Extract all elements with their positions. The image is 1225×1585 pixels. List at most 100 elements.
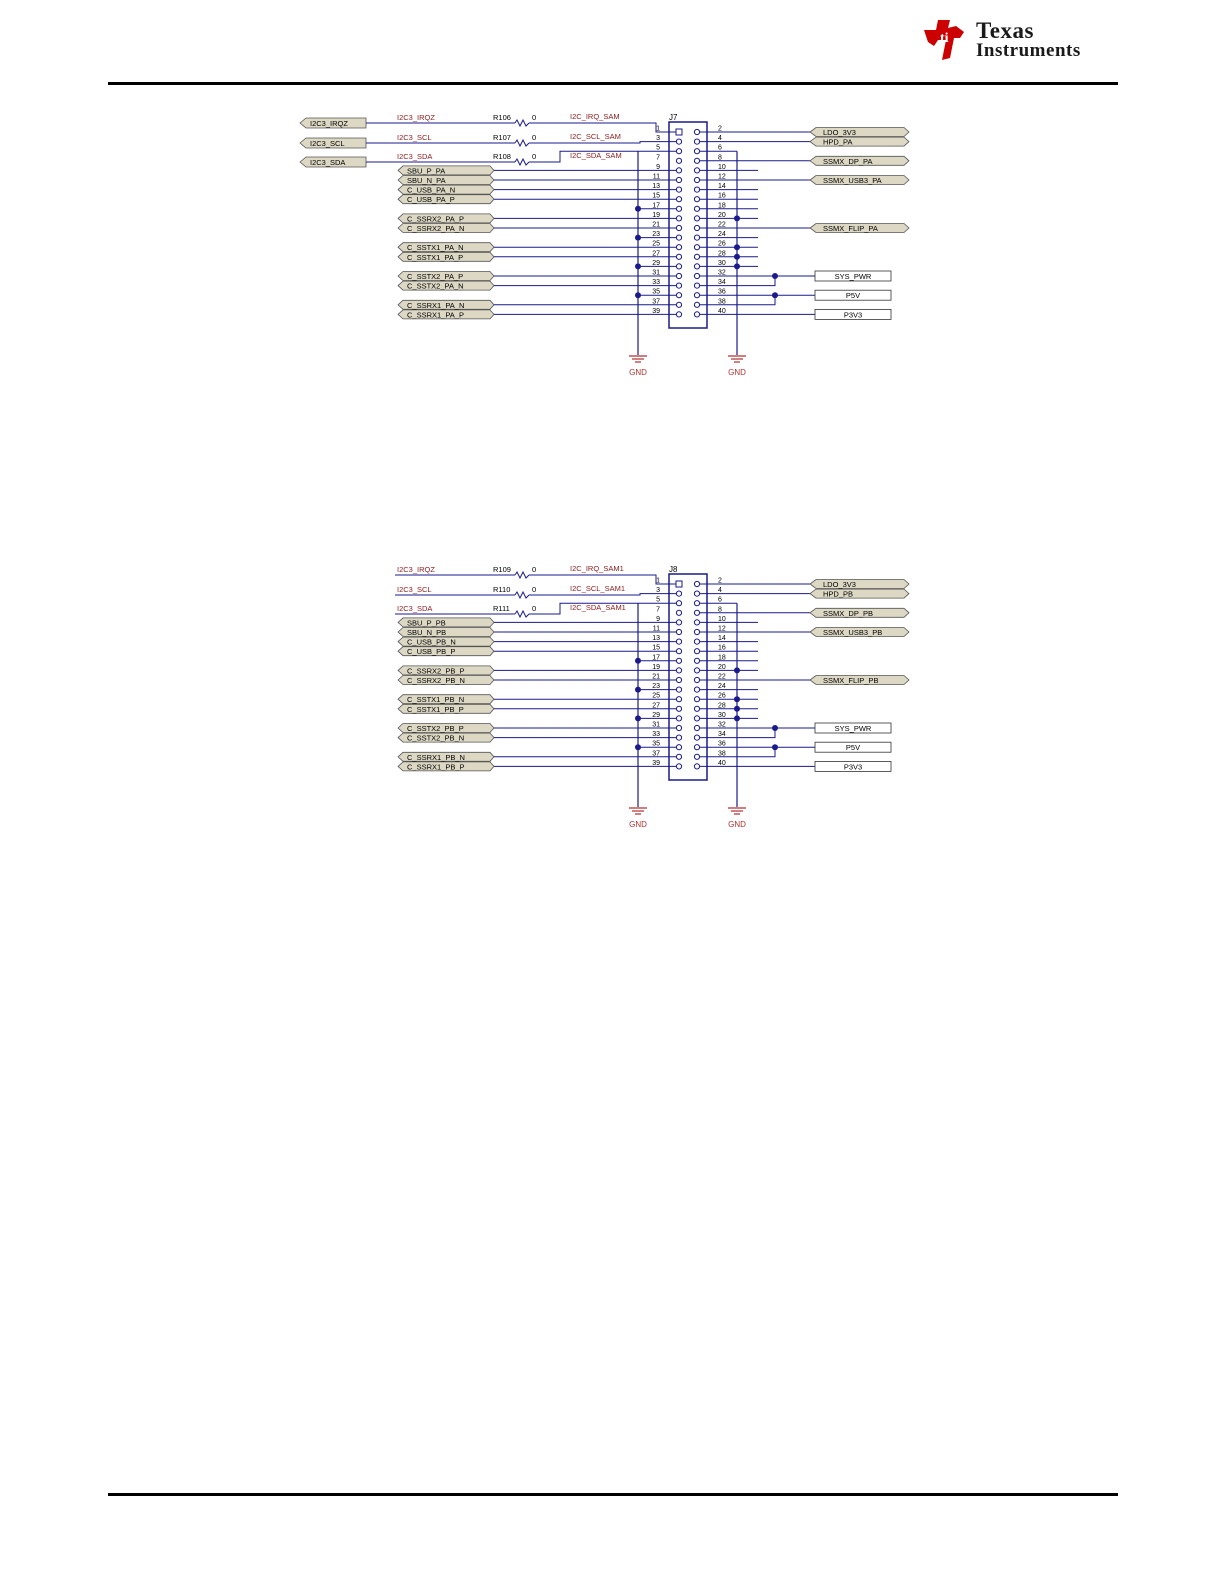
sch2-pin-28-pad bbox=[693, 705, 701, 712]
sch1-pin-40-pad bbox=[693, 311, 701, 318]
sch1-pin-23-number: 23 bbox=[652, 231, 660, 238]
sch2-pin-38-number: 38 bbox=[718, 750, 726, 757]
sch1-pin-16-number: 16 bbox=[718, 193, 726, 200]
sch1-pin-39-number: 39 bbox=[652, 308, 660, 315]
sch2-pin-15-number: 15 bbox=[652, 645, 660, 652]
sch2-left-port-label-8: C_SSTX2_PB_P bbox=[407, 724, 464, 733]
sch1-output-wire-1 bbox=[529, 141, 676, 144]
ti-logo: ti Texas Instruments bbox=[920, 14, 1120, 66]
sch2-pin-40-number: 40 bbox=[718, 760, 726, 767]
sch1-pin-19-number: 19 bbox=[652, 212, 660, 219]
sch1-power-join-5 bbox=[700, 276, 776, 287]
sch2-left-port-label-2: C_USB_PB_N bbox=[407, 638, 456, 647]
sch1-connector-body bbox=[668, 121, 708, 329]
sch1-connector-ref: J7 bbox=[669, 113, 678, 122]
sch1-pin-36-number: 36 bbox=[718, 289, 726, 296]
sch2-gnd-junction-23 bbox=[635, 686, 641, 693]
sch1-pin-2-number: 2 bbox=[718, 126, 722, 133]
sch2-pin-26-number: 26 bbox=[718, 693, 726, 700]
sch2-left-port-label-6: C_SSTX1_PB_N bbox=[407, 695, 464, 704]
sch1-power-junction-6 bbox=[772, 292, 778, 299]
sch2-pin-18-pad bbox=[693, 657, 701, 664]
sch1-gnd-label-1: GND bbox=[728, 368, 746, 377]
sch1-pin-7-pad bbox=[675, 157, 683, 164]
sch2-resistor-ref-0: R109 bbox=[493, 565, 511, 574]
sch1-pin-27-number: 27 bbox=[652, 250, 660, 257]
sch1-pin-1-pad bbox=[675, 128, 683, 136]
sch1-pin-16-pad bbox=[693, 196, 701, 203]
sch2-pin-36-number: 36 bbox=[718, 741, 726, 748]
sch2-pin-7-pad bbox=[675, 609, 683, 616]
sch2-pin-31-pad bbox=[675, 724, 683, 732]
sch2-pin-26-pad bbox=[693, 696, 701, 703]
sch1-pin-11-number: 11 bbox=[653, 174, 660, 181]
sch1-offpage-label-1: I2C3_SCL bbox=[310, 139, 345, 148]
sch2-pin-24-pad bbox=[693, 686, 701, 693]
sch1-pin-34-number: 34 bbox=[718, 279, 726, 286]
sch2-pin-39-pad bbox=[675, 763, 683, 770]
sch2-pin-31-number: 31 bbox=[652, 722, 660, 729]
sch2-pin-1-pad bbox=[675, 580, 683, 588]
sch2-right-port-label-4: SSMX_FLIP_PB bbox=[823, 676, 878, 685]
sch2-pin-14-number: 14 bbox=[718, 635, 726, 642]
sch2-pin-4-pad bbox=[693, 590, 701, 597]
sch2-pin-5-pad bbox=[675, 600, 683, 607]
sch1-right-box-label-7: P3V3 bbox=[844, 310, 862, 319]
sch2-pin-35-pad bbox=[675, 744, 683, 751]
sch2-net-in-2: I2C3_SDA bbox=[397, 604, 432, 613]
sch1-pin-31-number: 31 bbox=[652, 270, 660, 277]
sch2-pin-14-pad bbox=[693, 638, 701, 645]
sch1-power-junction-5 bbox=[772, 273, 778, 279]
sch1-resistor-value-2: 0 bbox=[532, 152, 536, 161]
sch2-pin-27-number: 27 bbox=[652, 702, 660, 709]
sch1-gnd-junction-28 bbox=[734, 253, 740, 260]
svg-text:ti: ti bbox=[940, 31, 949, 46]
sch2-pin-10-number: 10 bbox=[718, 616, 726, 623]
sch1-right-port-0 bbox=[809, 127, 910, 137]
sch1-pin-3-number: 3 bbox=[656, 135, 660, 142]
sch1-pin-11-pad bbox=[675, 176, 683, 184]
sch1-pin-25-pad bbox=[675, 244, 683, 251]
sch1-left-port-label-11: C_SSRX1_PA_P bbox=[407, 310, 464, 319]
sch2-pin-23-pad bbox=[675, 686, 683, 693]
sch2-gnd-junction-17 bbox=[635, 657, 641, 664]
sch1-pin-12-number: 12 bbox=[718, 174, 726, 181]
sch1-pin-35-number: 35 bbox=[652, 289, 660, 296]
sch1-right-port-label-2: SSMX_DP_PA bbox=[823, 157, 872, 166]
sch1-right-box-7 bbox=[814, 308, 892, 320]
sch1-pin-27-pad bbox=[675, 253, 683, 260]
sch2-pin-18-number: 18 bbox=[718, 654, 726, 661]
sch2-pin-3-number: 3 bbox=[656, 587, 660, 594]
sch2-right-box-5 bbox=[814, 722, 892, 734]
sch1-output-wire-2 bbox=[529, 150, 676, 163]
sch1-resistor-ref-2: R108 bbox=[493, 152, 511, 161]
sch2-pin-24-number: 24 bbox=[718, 683, 726, 690]
sch1-pin-4-pad bbox=[693, 138, 701, 145]
sch2-pin-32-number: 32 bbox=[718, 722, 726, 729]
sch2-right-port-2 bbox=[809, 607, 910, 618]
sch2-pin-23-number: 23 bbox=[652, 683, 660, 690]
sch1-left-port-label-9: C_SSTX2_PA_N bbox=[407, 282, 464, 291]
sch2-connector-ref: J8 bbox=[669, 565, 678, 574]
sch1-pin-39-pad bbox=[675, 311, 683, 318]
sch1-resistor-0 bbox=[514, 118, 530, 128]
sch2-right-box-label-7: P3V3 bbox=[844, 762, 862, 771]
sch2-right-port-4 bbox=[809, 675, 910, 685]
sch2-net-out-0: I2C_IRQ_SAM1 bbox=[570, 564, 624, 573]
sch2-net-out-1: I2C_SCL_SAM1 bbox=[570, 584, 625, 593]
sch1-pin-33-number: 33 bbox=[652, 279, 660, 286]
sch1-gnd-junction-17 bbox=[635, 205, 641, 212]
sch2-pin-34-number: 34 bbox=[718, 731, 726, 738]
sch2-net-in-1: I2C3_SCL bbox=[397, 585, 432, 594]
sch2-right-port-label-0: LDO_3V3 bbox=[823, 580, 856, 589]
sch1-pin-4-number: 4 bbox=[718, 135, 722, 142]
sch2-pin-37-pad bbox=[675, 753, 683, 760]
sch1-pin-18-number: 18 bbox=[718, 202, 726, 209]
sch2-pin-27-pad bbox=[675, 705, 683, 712]
sch1-left-port-label-10: C_SSRX1_PA_N bbox=[407, 301, 464, 310]
sch2-pin-28-number: 28 bbox=[718, 702, 726, 709]
sch2-pin-5-number: 5 bbox=[656, 597, 660, 604]
sch1-pin-6-pad bbox=[693, 148, 701, 155]
sch2-pin-10-pad bbox=[693, 619, 701, 626]
sch2-pin-22-number: 22 bbox=[718, 674, 726, 681]
